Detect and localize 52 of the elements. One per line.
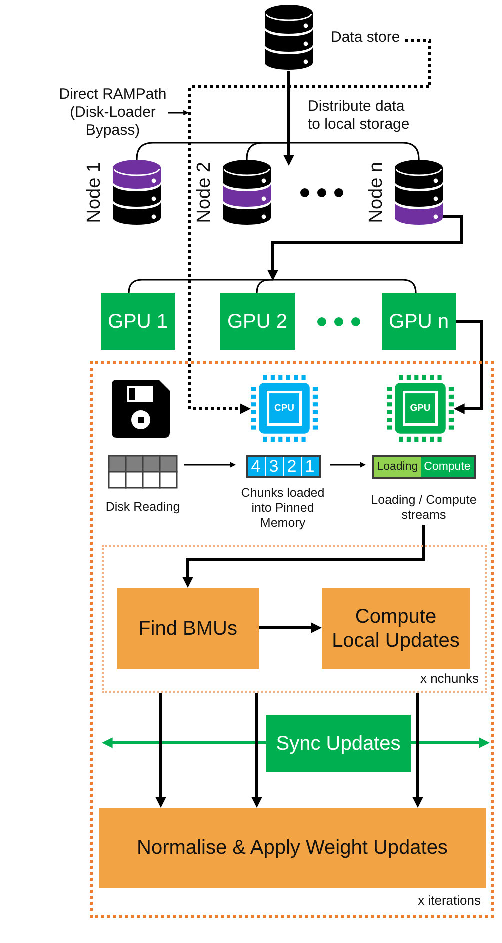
annotation-text: Direct RAMPath (Disk-Loader Bypass) [58, 86, 168, 140]
arrow [259, 622, 322, 634]
node-label: Find BMUs [138, 616, 238, 640]
arrow [268, 216, 464, 281]
node-caption: Node 1 [85, 162, 105, 224]
node-label: GPU 2 [227, 310, 288, 334]
node-label: Sync Updates [276, 732, 401, 756]
connector-line [289, 142, 420, 160]
arrow [454, 320, 484, 414]
stream-segment: Loading [374, 457, 422, 477]
chunk-block: 3 [266, 457, 282, 476]
arrow [411, 738, 490, 748]
connector-line [256, 279, 273, 294]
node-label: GPU n [388, 310, 450, 334]
chip-label: CPU [274, 403, 295, 414]
node-caption: Node 2 [195, 162, 215, 224]
node-caption: Node n [367, 162, 387, 224]
node-caption: Disk Reading [106, 500, 180, 515]
arrow [156, 693, 166, 808]
node-label: Normalise & Apply Weight Updates [137, 836, 448, 860]
process-box [117, 588, 259, 669]
gpu-box [220, 293, 295, 350]
arrow [252, 693, 262, 808]
node-label: Compute Local Updates [331, 604, 461, 652]
chunk-block: 4 [248, 457, 264, 476]
connector-line [273, 279, 417, 294]
chunk-block: 2 [284, 457, 300, 476]
node-caption: Data store [331, 29, 400, 47]
loop-label: x nchunks [420, 671, 479, 687]
arrow [168, 110, 189, 116]
node-caption: Loading / Compute streams [370, 493, 478, 523]
loop-label: x iterations [418, 893, 481, 909]
chunk-block: 1 [302, 457, 318, 476]
process-box [322, 588, 470, 669]
arrow [412, 693, 424, 808]
arrow [102, 738, 266, 748]
node-label: GPU 1 [108, 310, 168, 334]
chunk-loop-frame [102, 545, 487, 693]
gpu-box [382, 293, 456, 350]
arrow [330, 462, 366, 468]
connector-line [246, 142, 289, 160]
sync-box [266, 715, 411, 772]
stream-segment: Compute [421, 457, 474, 477]
gpu-box [101, 293, 175, 350]
dotted-arrow [188, 40, 432, 414]
arrow [284, 71, 294, 166]
process-box [99, 808, 486, 888]
node-caption: Chunks loaded into Pinned Memory [240, 486, 326, 531]
iteration-loop-frame [90, 361, 494, 918]
chip-label: GPU [410, 403, 431, 414]
arrow [184, 462, 236, 468]
arrow [182, 525, 426, 588]
